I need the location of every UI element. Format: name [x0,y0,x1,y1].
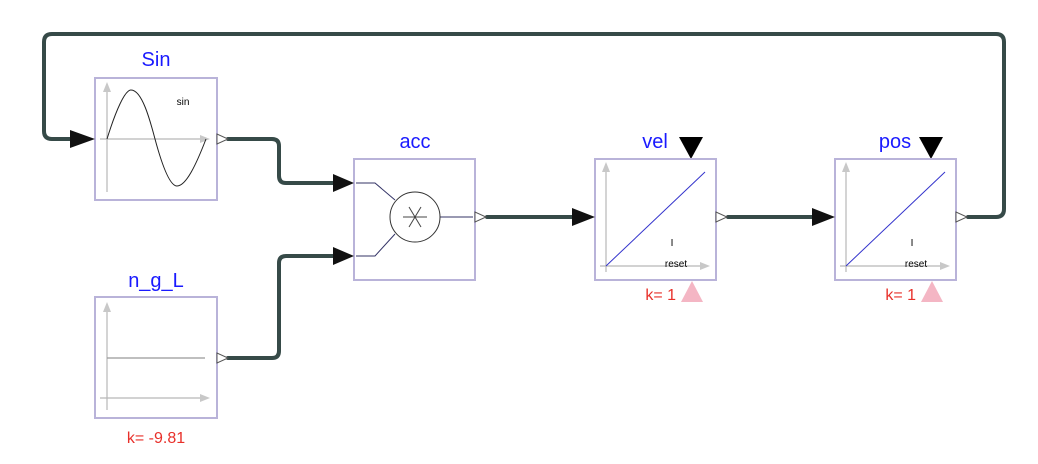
sin-block[interactable]: Sin sin [70,49,230,201]
ngl-param-k: k= -9.81 [127,430,185,447]
sine-wave-icon [106,89,207,187]
vel-block[interactable]: vel I reset k= 1 [572,131,729,304]
vel-inner-label: I [671,238,674,249]
vel-reset-input-port[interactable] [681,281,703,302]
sin-output-port[interactable] [216,133,230,145]
vel-output-port[interactable] [715,211,729,223]
acc-input-port-1[interactable] [333,174,354,192]
product-star-icon [403,206,427,228]
vel-axes-icon [600,162,710,272]
sin-axes-icon [100,82,210,192]
wire-pos-feedback-to-sin[interactable] [42,32,1006,219]
acc-output-port[interactable] [474,211,488,223]
vel-input-port[interactable] [572,208,595,226]
ngl-block[interactable]: n_g_L k= -9.81 [94,270,230,447]
pos-block[interactable]: pos I reset k= 1 [812,131,969,304]
wire-ngl-to-acc[interactable] [226,254,336,360]
acc-input-line-2 [356,233,396,257]
vel-reset-label: reset [665,259,687,270]
vel-reset-trigger-port[interactable] [679,137,703,159]
acc-input-line-1 [356,182,396,201]
pos-inner-label: I [911,238,914,249]
pos-reset-input-port[interactable] [921,281,943,302]
pos-input-port[interactable] [812,208,835,226]
acc-input-port-2[interactable] [333,247,354,265]
sin-inner-label: sin [177,97,190,108]
pos-axes-icon [840,162,950,272]
pos-reset-label: reset [905,259,927,270]
acc-block[interactable]: acc [333,131,488,281]
vel-param-k: k= 1 [645,287,676,304]
connections [42,32,1006,360]
sin-input-port[interactable] [70,130,95,148]
block-name-ngl: n_g_L [128,270,184,292]
block-name-sin: Sin [142,49,171,71]
ngl-output-port[interactable] [216,352,230,364]
ngl-axes-icon [100,302,210,410]
pos-integrator-ramp-icon [845,171,946,267]
pos-param-k: k= 1 [885,287,916,304]
pos-output-port[interactable] [955,211,969,223]
pos-block-frame [834,158,957,281]
wire-sin-to-acc[interactable] [226,137,336,185]
block-name-vel: vel [642,131,668,153]
vel-integrator-ramp-icon [605,171,706,267]
block-name-pos: pos [879,131,911,153]
pos-reset-trigger-port[interactable] [919,137,943,159]
block-name-acc: acc [399,131,430,153]
